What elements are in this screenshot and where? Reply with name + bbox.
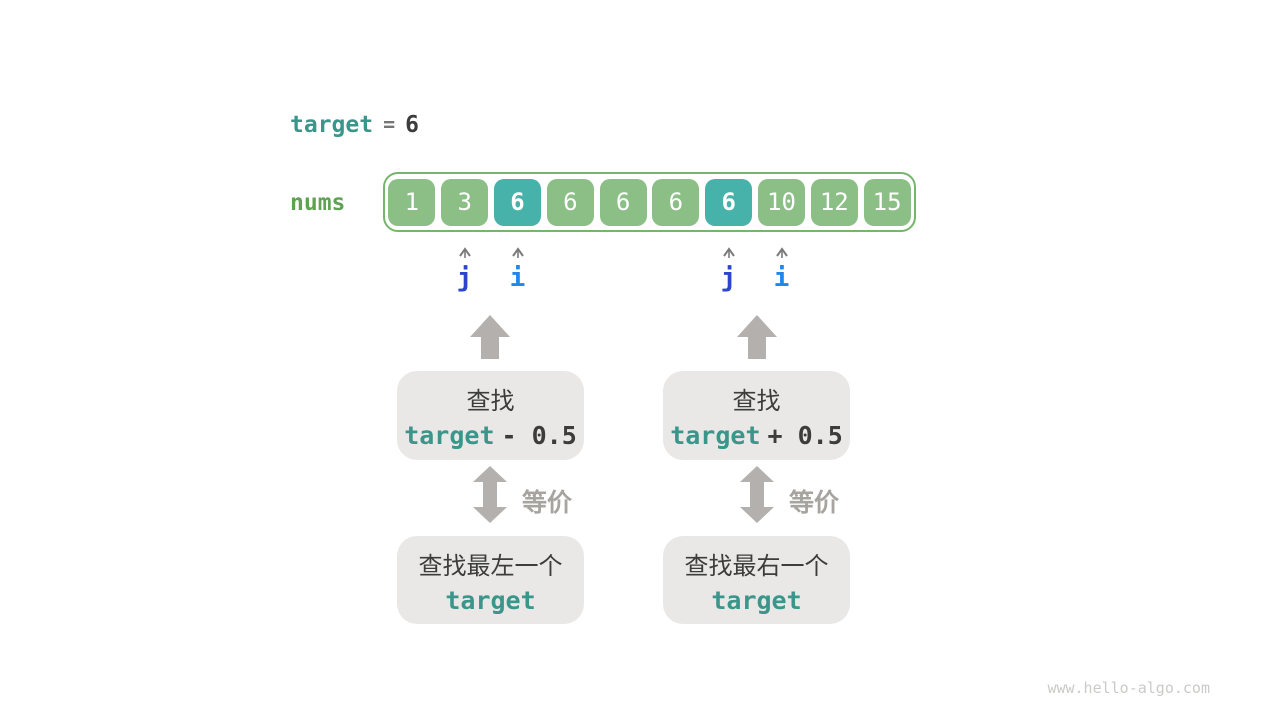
caret-up-icon [775, 247, 788, 258]
array-cell: 10 [757, 178, 805, 226]
watermark: www.hello-algo.com [1047, 679, 1210, 697]
array-cell: 6 [599, 178, 647, 226]
nums-label: nums [290, 190, 346, 216]
array-cell: 6 [546, 178, 594, 226]
result-action-label: 查找最右一个 [684, 551, 829, 580]
pointer-j-left: j [456, 263, 473, 293]
search-expression: target+ 0.5 [663, 421, 850, 450]
caret-up-icon [722, 247, 735, 258]
up-arrow-icon [737, 315, 777, 359]
caret-up-icon [458, 247, 471, 258]
expression-operator: - 0.5 [501, 421, 577, 450]
search-box-left: 查找 target- 0.5 [397, 371, 584, 460]
expression-variable: target [404, 421, 495, 450]
nums-array: 1 3 6 6 6 6 6 10 12 15 [383, 172, 916, 232]
target-assignment: target = 6 [290, 112, 419, 138]
array-cell: 3 [441, 178, 489, 226]
equals-sign: = [383, 112, 396, 136]
result-variable: target [711, 585, 802, 615]
equivalence-label-left: 等价 [522, 488, 573, 517]
result-box-right: 查找最右一个 target [663, 536, 850, 624]
result-variable: target [445, 585, 536, 615]
double-arrow-icon [740, 466, 774, 523]
array-cell: 15 [863, 178, 911, 226]
equivalence-label-right: 等价 [789, 488, 840, 517]
pointer-j-right: j [720, 263, 737, 293]
pointer-i-right: i [773, 263, 790, 293]
search-expression: target- 0.5 [397, 421, 584, 450]
target-value: 6 [405, 112, 419, 138]
array-cell: 12 [810, 178, 858, 226]
pointer-i-left: i [509, 263, 526, 293]
caret-up-icon [511, 247, 524, 258]
array-cell: 6 [652, 178, 700, 226]
search-action-label: 查找 [466, 387, 515, 415]
result-action-label: 查找最左一个 [418, 551, 563, 580]
target-variable: target [290, 112, 374, 138]
expression-variable: target [670, 421, 761, 450]
double-arrow-icon [473, 466, 507, 523]
up-arrow-icon [470, 315, 510, 359]
array-cell: 6 [494, 178, 541, 226]
array-cell: 1 [388, 178, 436, 226]
search-box-right: 查找 target+ 0.5 [663, 371, 850, 460]
search-action-label: 查找 [732, 387, 781, 415]
expression-operator: + 0.5 [767, 421, 843, 450]
result-box-left: 查找最左一个 target [397, 536, 584, 624]
array-cell: 6 [705, 178, 753, 226]
